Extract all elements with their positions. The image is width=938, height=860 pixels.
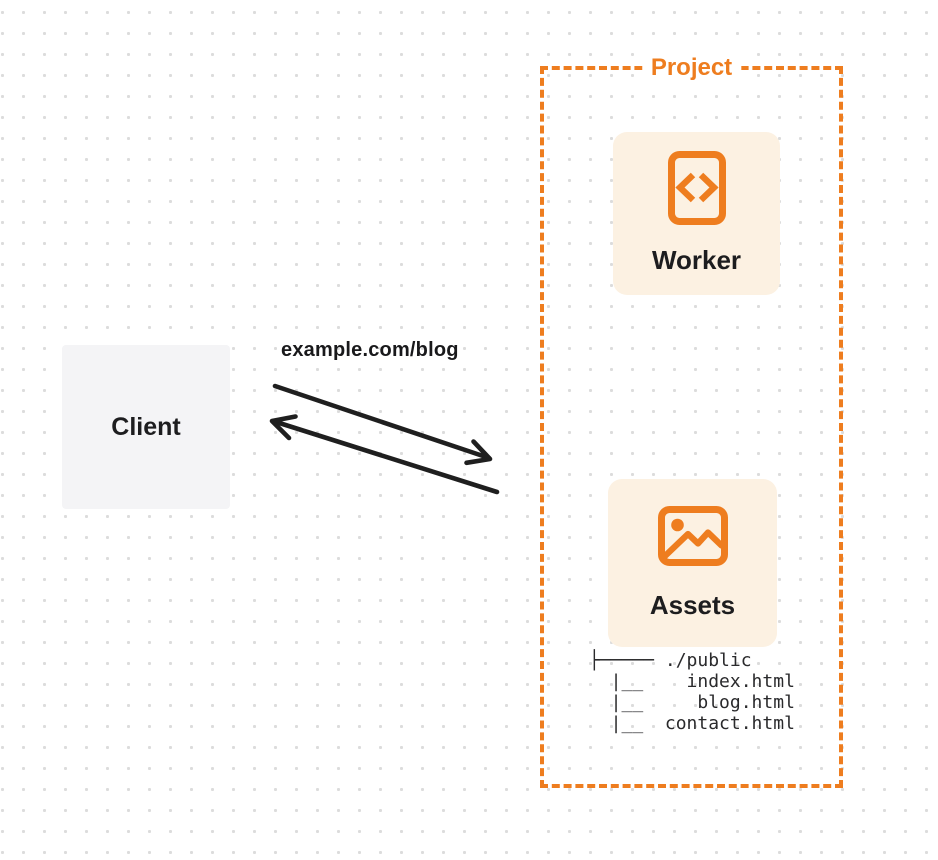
request-arrow xyxy=(272,383,493,466)
code-file-icon xyxy=(667,151,726,225)
response-arrow xyxy=(269,414,500,495)
worker-node: Worker xyxy=(613,132,780,295)
client-node: Client xyxy=(62,345,230,509)
request-url-label: example.com/blog xyxy=(281,339,459,361)
assets-node: Assets xyxy=(608,479,777,647)
project-container: Project xyxy=(540,52,843,788)
assets-file-tree: ├───── ./public |__ index.html |__ blog.… xyxy=(589,650,795,734)
request-arrowhead-icon xyxy=(464,439,493,466)
client-label: Client xyxy=(111,412,181,441)
request-arrow-line xyxy=(272,383,492,461)
response-arrowhead-icon xyxy=(269,414,298,441)
image-icon xyxy=(657,505,728,566)
assets-label: Assets xyxy=(649,589,736,620)
worker-label: Worker xyxy=(651,245,742,275)
project-label: Project xyxy=(641,52,742,84)
response-arrow-line xyxy=(270,418,500,495)
